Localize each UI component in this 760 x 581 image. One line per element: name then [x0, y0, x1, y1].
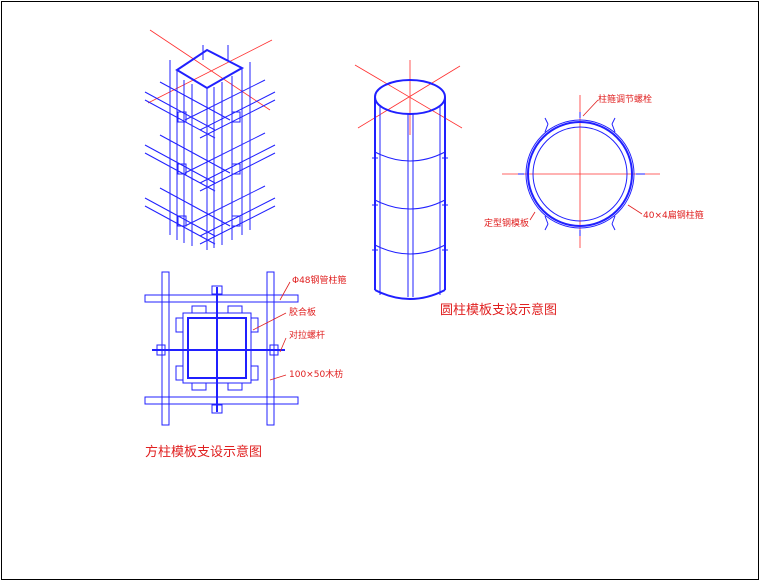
round-column-title: 圆柱模板支设示意图 [440, 302, 557, 318]
label-steel-pipe-hoop: Φ48钢管柱箍 [292, 274, 347, 286]
label-steel-form: 定型钢模板 [484, 217, 529, 229]
pipe-hoop-level-3 [144, 185, 276, 245]
label-tie-bolt: 对拉螺杆 [289, 329, 325, 341]
round-column-isometric: 圆柱模板支设示意图 [354, 60, 557, 318]
label-adjust-bolt: 柱箍调节螺栓 [598, 93, 652, 105]
square-column-isometric [144, 29, 276, 250]
label-timber: 100×50木枋 [289, 368, 343, 380]
pipe-hoop-level-2 [144, 132, 276, 192]
round-column-plan: 柱箍调节螺栓 定型钢模板 40×4扁钢柱箍 [484, 93, 704, 248]
pipe-hoop-level-1 [144, 79, 276, 139]
square-column-plan: Φ48钢管柱箍 胶合板 对拉螺杆 100×50木枋 方柱模板支设示意图 [144, 271, 347, 460]
square-column-title: 方柱模板支设示意图 [145, 444, 262, 460]
label-flat-steel-hoop: 40×4扁钢柱箍 [643, 209, 704, 221]
label-plywood: 胶合板 [289, 306, 316, 318]
